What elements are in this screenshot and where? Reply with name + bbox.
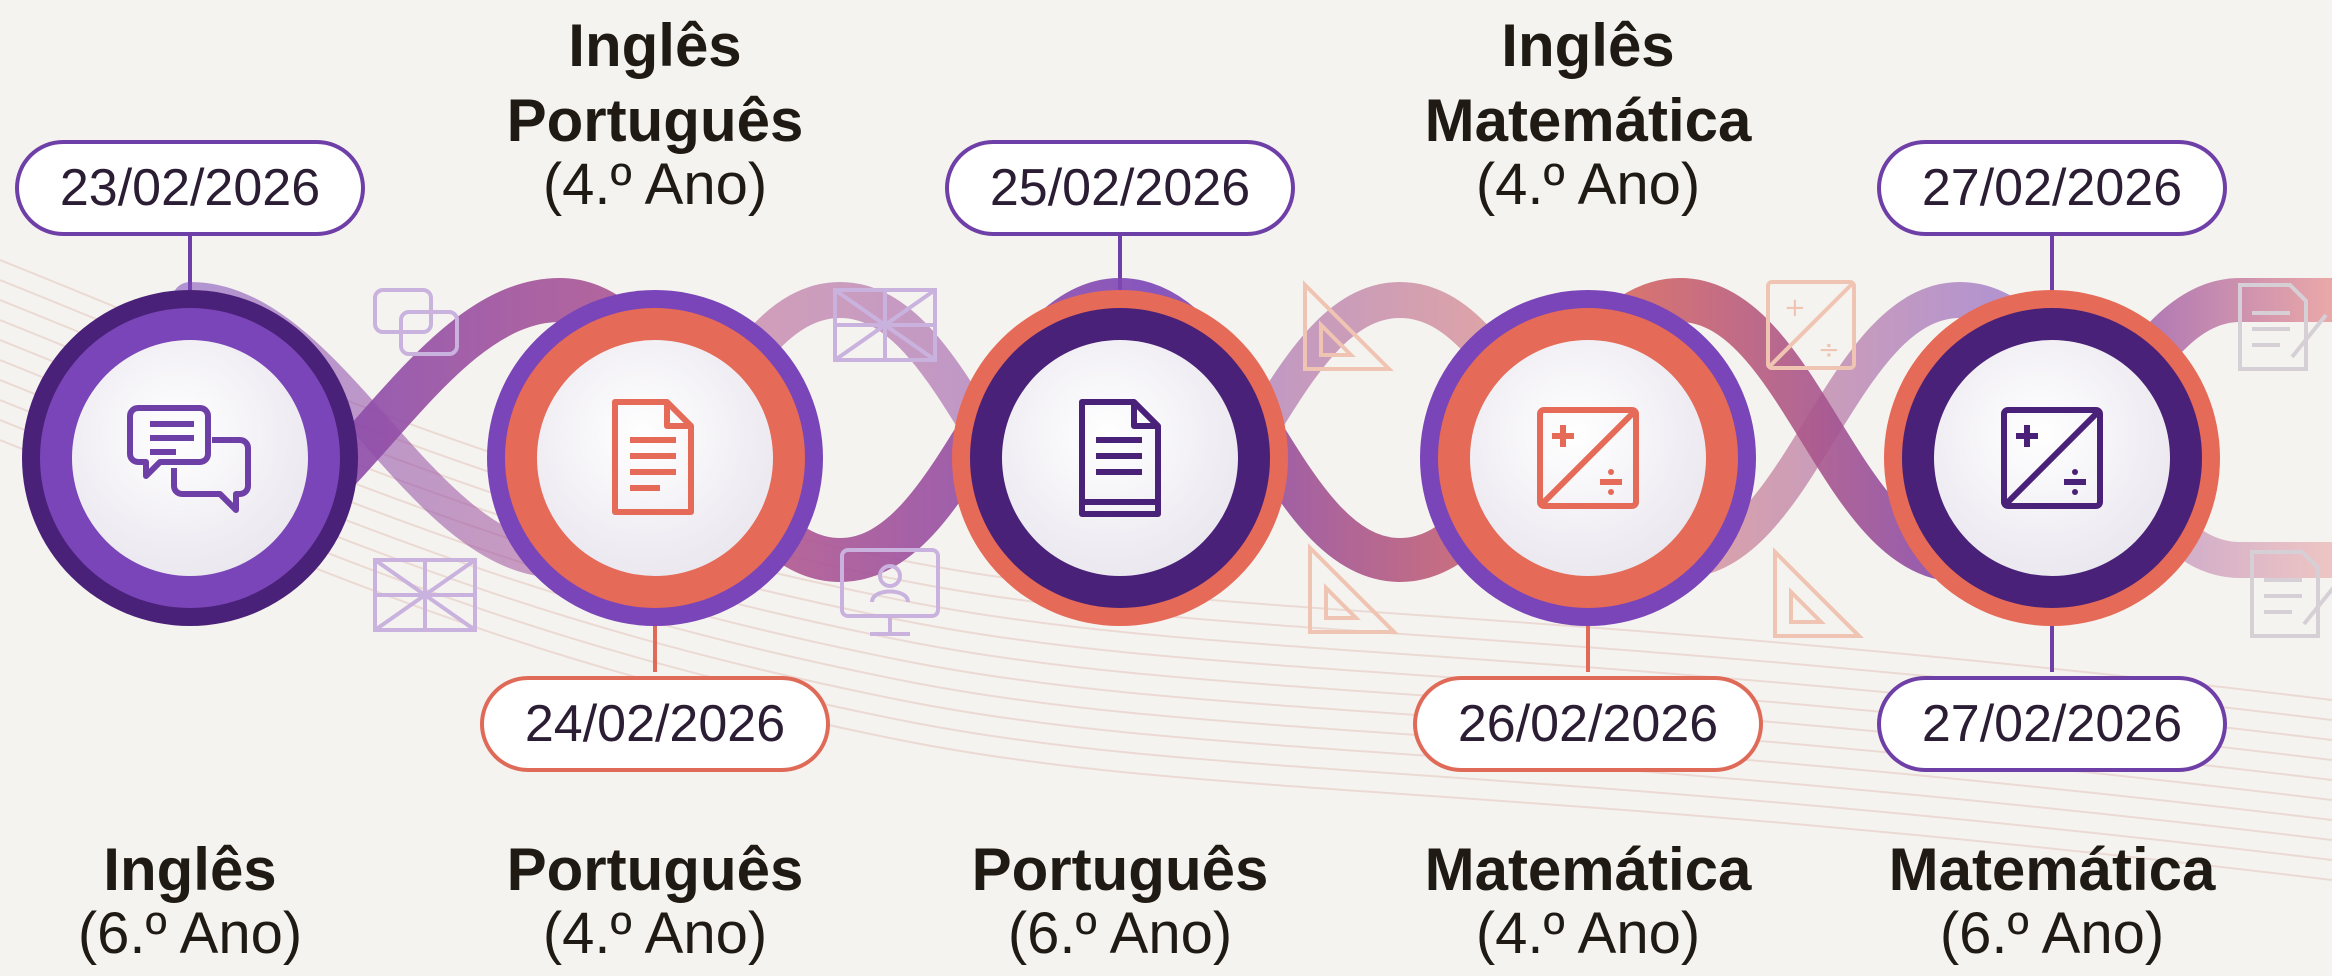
bottom-label-subject: Português	[506, 836, 804, 903]
uk-flag-icon	[373, 558, 477, 632]
set-square-icon	[1773, 547, 1864, 638]
bottom-label-subject: Matemática	[1888, 836, 2216, 903]
svg-text:+: +	[1784, 293, 1806, 323]
milestone-circle-5	[1884, 290, 2220, 626]
top-label-grade: (4.º Ano)	[542, 151, 768, 217]
math-operations-icon: + ÷	[1766, 280, 1856, 370]
milestone-circle-3	[952, 290, 1288, 626]
bottom-label-5: Matemática (6.º Ano)	[1842, 836, 2262, 966]
top-label-prefix: Inglês	[568, 12, 742, 79]
date-badge-3: 25/02/2026	[945, 140, 1295, 236]
date-badge-4: 26/02/2026	[1413, 676, 1763, 772]
milestone-circle-2	[487, 290, 823, 626]
bottom-label-subject: Português	[971, 836, 1269, 903]
bottom-label-subject: Matemática	[1424, 836, 1752, 903]
uk-flag-icon	[833, 288, 937, 362]
date-badge-5-bottom: 27/02/2026	[1877, 676, 2227, 772]
bottom-label-2: Português (4.º Ano)	[445, 836, 865, 966]
date-badge-1: 23/02/2026	[15, 140, 365, 236]
bottom-label-grade: (6.º Ano)	[1007, 900, 1233, 966]
speech-bubbles-icon	[373, 288, 459, 356]
svg-text:÷: ÷	[1818, 335, 1840, 365]
document-pencil-icon	[2238, 283, 2328, 371]
date-badge-5-top: 27/02/2026	[1877, 140, 2227, 236]
document-icon	[612, 399, 694, 515]
top-label-grade: (4.º Ano)	[1475, 151, 1701, 217]
milestone-circle-1	[22, 290, 358, 626]
bottom-label-grade: (6.º Ano)	[77, 900, 303, 966]
set-square-icon	[1303, 280, 1394, 371]
bottom-label-3: Português (6.º Ano)	[910, 836, 1330, 966]
date-badge-2: 24/02/2026	[480, 676, 830, 772]
book-icon	[1079, 399, 1161, 517]
bottom-label-grade: (4.º Ano)	[542, 900, 768, 966]
math-operations-icon	[1537, 407, 1639, 509]
top-label-prefix: Inglês	[1501, 12, 1675, 79]
milestone-circle-4	[1420, 290, 1756, 626]
computer-user-icon	[840, 548, 940, 636]
math-operations-icon	[2001, 407, 2103, 509]
chat-bubbles-icon	[127, 405, 251, 513]
bottom-label-grade: (6.º Ano)	[1939, 900, 2165, 966]
top-label-subject: Português	[506, 86, 804, 154]
bottom-label-grade: (4.º Ano)	[1475, 900, 1701, 966]
top-label-subject: Matemática	[1424, 86, 1752, 154]
top-label-2: Inglês Português (4.º Ano)	[445, 12, 865, 217]
document-pencil-icon	[2250, 550, 2332, 638]
set-square-icon	[1308, 543, 1399, 634]
bottom-label-1: Inglês (6.º Ano)	[0, 836, 400, 966]
bottom-label-subject: Inglês	[103, 836, 277, 903]
top-label-4: Inglês Matemática (4.º Ano)	[1378, 12, 1798, 217]
bottom-label-4: Matemática (4.º Ano)	[1378, 836, 1798, 966]
